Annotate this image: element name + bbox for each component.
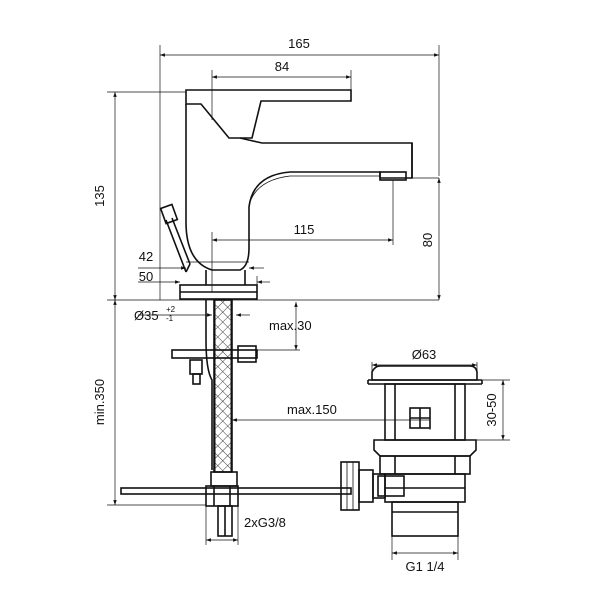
lever-handle <box>185 89 352 139</box>
label-waste-thread: G1 1/4 <box>405 559 444 574</box>
label-height: 135 <box>92 185 107 207</box>
connection-nut <box>210 471 238 487</box>
waste-cap <box>371 365 478 381</box>
braided-hose <box>214 299 232 473</box>
popup-rod <box>159 203 191 273</box>
label-base-inner: 42 <box>139 249 153 264</box>
label-waste-diameter: Ø63 <box>412 347 437 362</box>
label-hole-tol-plus: +2 <box>166 305 176 314</box>
faucet-body <box>179 89 413 300</box>
label-spout-height: 80 <box>420 233 435 247</box>
mounting-plate <box>171 349 258 359</box>
label-connections: 2xG3/8 <box>244 515 286 530</box>
dimension-lines <box>107 45 510 560</box>
waste-assembly <box>340 365 483 537</box>
linkage-rod <box>120 487 352 495</box>
label-max-hose: max.150 <box>287 402 337 417</box>
label-base-outer: 50 <box>139 269 153 284</box>
label-hole-diameter: Ø35 <box>134 308 159 323</box>
label-max-worktop: max.30 <box>269 318 312 333</box>
label-waste-range: 30-50 <box>484 393 499 426</box>
waste-side-connector <box>340 461 360 511</box>
body-outline <box>185 104 413 271</box>
label-hole-tol-minus: -1 <box>166 314 174 323</box>
label-min-length: min.350 <box>92 379 107 425</box>
mounting-set <box>120 299 352 537</box>
label-lever-length: 84 <box>275 59 289 74</box>
label-spout-reach: 115 <box>294 222 315 237</box>
label-overall-length: 165 <box>288 36 310 51</box>
dimension-labels: 165 84 135 115 80 42 50 Ø35 +2 -1 max.30… <box>92 36 499 574</box>
